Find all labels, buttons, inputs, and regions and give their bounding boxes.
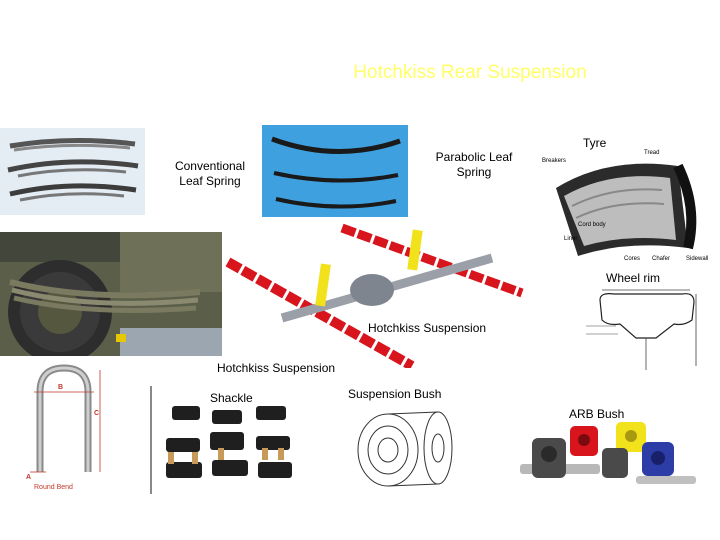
shackle-photo: [150, 386, 304, 494]
tyre-label: Tyre: [583, 136, 607, 150]
slide-title: Hotchkiss Rear Suspension: [353, 62, 587, 83]
tyre-liner-label: Liner: [564, 236, 578, 242]
parabolic-leaf-spring-label: Parabolic Leaf Spring: [435, 150, 513, 179]
truck-leaf-spring-photo: [0, 232, 222, 356]
suspension-bush-drawing: [346, 402, 466, 496]
wheel-rim-diagram: [556, 286, 706, 370]
wheel-rim-label: Wheel rim: [606, 271, 661, 285]
tyre-breakers-label: Breakers: [542, 158, 567, 164]
arb-bush-label: ARB Bush: [569, 407, 625, 421]
shackle-label: Shackle: [210, 391, 253, 405]
tyre-tread-label: Tread: [644, 150, 660, 156]
conventional-leaf-spring-label: Conventional Leaf Spring: [174, 159, 246, 188]
u-bolt-round-bend-label: Round Bend: [34, 484, 73, 491]
suspension-bush-label: Suspension Bush: [348, 387, 442, 401]
u-bolt-b-label: B: [58, 384, 64, 391]
tyre-cores-label: Cores: [624, 256, 641, 262]
tyre-cord-body-label: Cord body: [578, 222, 606, 228]
u-bolt-a-label: A: [26, 474, 32, 481]
parabolic-leaf-spring-image: [262, 125, 408, 217]
conventional-leaf-spring-image: [0, 128, 145, 215]
arb-bush-photo: [506, 418, 706, 498]
tyre-sidewall-label: Sidewall: [686, 256, 709, 262]
hotchkiss-suspension-center-label: Hotchkiss Suspension: [368, 321, 487, 335]
hotchkiss-suspension-left-label: Hotchkiss Suspension: [217, 361, 336, 375]
u-bolt-diagram: B C A Round Bend: [12, 362, 122, 496]
hotchkiss-axle-diagram: [222, 218, 532, 368]
tyre-cutaway-image: Breakers Tread Cord body Liner Cores Cha…: [538, 148, 720, 266]
u-bolt-c-label: C: [94, 410, 100, 417]
tyre-chafer-label: Chafer: [652, 256, 671, 262]
